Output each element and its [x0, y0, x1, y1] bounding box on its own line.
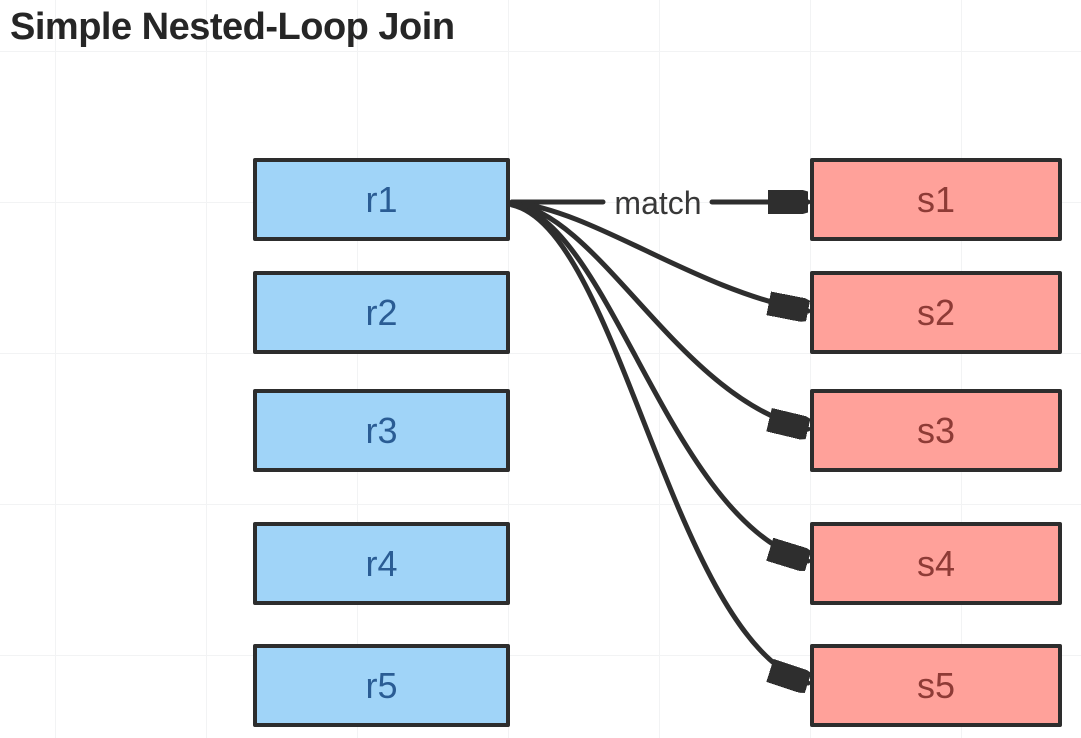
node-r2: r2 — [253, 271, 510, 354]
node-s2-label: s2 — [916, 291, 956, 333]
node-r5-label: r5 — [365, 664, 398, 706]
node-r1-label: r1 — [365, 178, 398, 220]
node-s2: s2 — [810, 271, 1062, 354]
node-r3: r3 — [253, 389, 510, 472]
node-s5: s5 — [810, 644, 1062, 727]
node-s1-label: s1 — [916, 178, 956, 220]
node-r1: r1 — [253, 158, 510, 241]
node-r3-label: r3 — [365, 409, 398, 451]
edge-r1-s2 — [509, 199, 811, 311]
node-s4-label: s4 — [916, 542, 956, 584]
edge-r1-s4 — [509, 201, 808, 561]
node-r4: r4 — [253, 522, 510, 605]
node-s4: s4 — [810, 522, 1062, 605]
node-s3-label: s3 — [916, 409, 956, 451]
node-r5: r5 — [253, 644, 510, 727]
node-r4-label: r4 — [365, 542, 398, 584]
node-s1: s1 — [810, 158, 1062, 241]
page-title: Simple Nested-Loop Join — [10, 6, 455, 48]
node-s3: s3 — [810, 389, 1062, 472]
edge-r1-s5 — [509, 202, 808, 683]
node-r2-label: r2 — [365, 291, 398, 333]
node-s5-label: s5 — [916, 664, 956, 706]
edge-r1-s3 — [509, 200, 808, 429]
edge-match-label: match — [614, 185, 701, 221]
